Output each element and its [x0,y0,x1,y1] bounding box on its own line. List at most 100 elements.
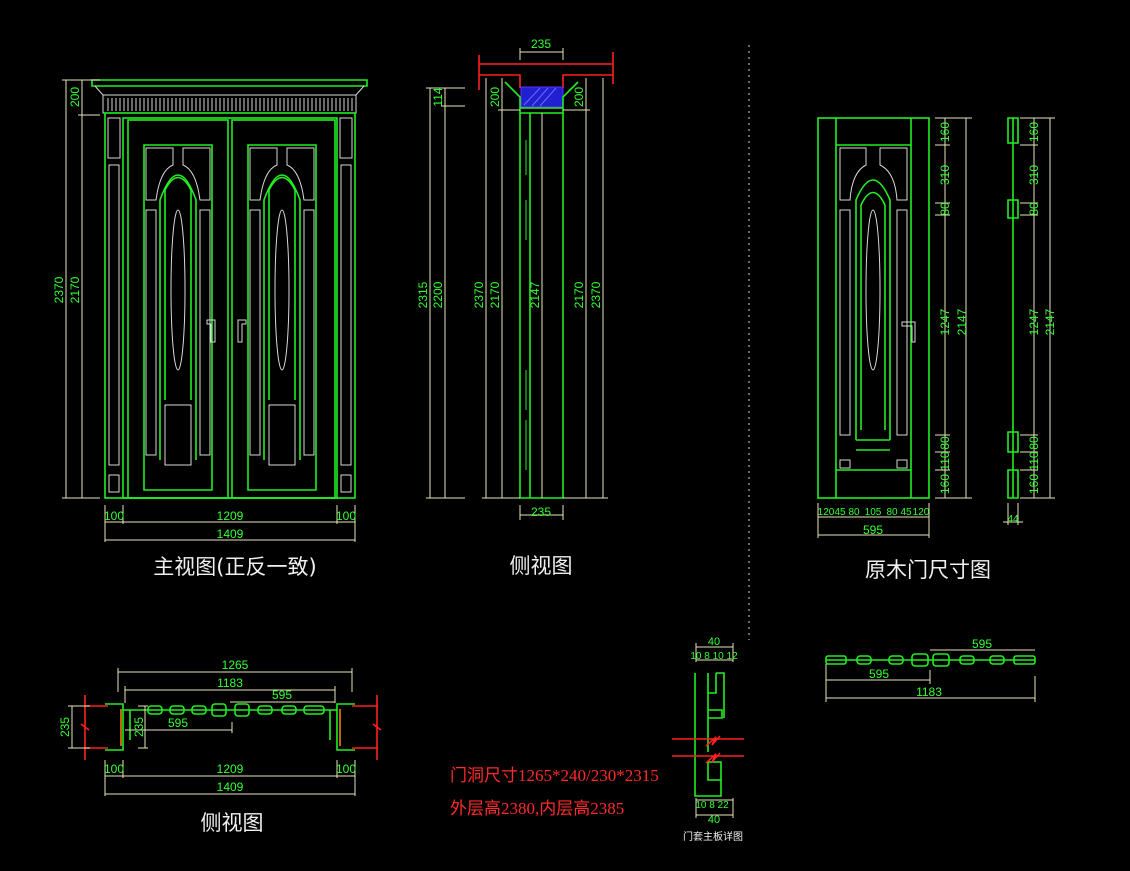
side-dim-lines [426,78,608,499]
dim-prof-v-3: 1247 [1027,308,1041,335]
leaf-horizontal-dim-lines [817,503,930,538]
leaf-plan: 595 595 1183 [825,637,1036,702]
side-view: 235 235 114 200 200 2315 2200 2370 2170 … [416,37,614,578]
leaf-width-dims: 120 45 80 105 80 45 120 [818,507,930,518]
dim-114: 114 [431,87,445,106]
dim-leaf-h-6: 120 [913,507,930,518]
detail-title: 门套主板详图 [683,830,743,843]
door-opening [122,117,338,499]
dim-leaf-h-0: 120 [818,507,835,518]
cornice [91,79,368,87]
dim-235-wall: 235 [58,717,72,737]
dim-plan-100-left: 100 [104,762,124,776]
dim-prof-v-0: 160 [1027,122,1041,142]
plan-jambs [105,703,355,751]
glass-carving [274,209,290,371]
dim-235-jamb: 235 [132,717,146,737]
leaf-plan-chain [825,653,1036,667]
plan-door-chain [130,703,330,717]
dim-leaf-v-0: 160 [938,122,952,142]
front-view-title: 主视图(正反一致) [153,555,316,579]
leaf-view-title: 原木门尺寸图 [865,558,991,582]
dim-leaf-h-1: 45 [834,507,846,518]
dim-leaf-v-4: 80 [938,436,952,450]
dim-plan-1209: 1209 [217,762,244,776]
dim-leaf-v-2: 80 [938,202,952,216]
glass-carving [170,209,186,371]
profile-dim-lines [1003,117,1055,525]
door-handle [901,321,916,343]
side-view-title: 侧视图 [510,554,573,578]
dim-235-bottom: 235 [531,505,551,519]
dim-plan-100-right: 100 [336,762,356,776]
dim-leaf-595: 595 [863,523,883,537]
wall-break [80,723,382,731]
dim-2147: 2147 [528,281,542,308]
detail-profile [694,673,723,797]
dim-100-right: 100 [336,509,356,523]
dim-leaf-v-5: 110 [938,451,952,470]
dim-2170: 2170 [68,276,82,303]
dim-1409: 1409 [217,527,244,541]
leaf-plan-1183: 1183 [916,685,942,699]
casing-board-detail: 40 10 8 10 12 10 8 22 40 门套主板详图 [672,0,818,843]
glass-carving [865,209,881,371]
dim-leaf-v-3: 1247 [938,308,952,335]
dim-2370-right: 2370 [589,281,603,308]
right-pilaster [340,164,352,466]
plan-view: 1265 1183 595 595 235 235 100 1209 100 1… [58,658,382,835]
left-pilaster [108,164,120,466]
dim-leaf-h-3: 105 [865,507,882,518]
dim-2315: 2315 [416,281,430,308]
dim-200-left: 200 [488,87,502,107]
plan-dim-lines [68,668,356,796]
dim-leaf-h-2: 80 [848,507,860,518]
dim-235-top: 235 [531,37,551,51]
leaf-plan-dim-lines [825,649,1036,702]
dim-prof-v-6: 160 [1027,474,1041,494]
door-handle [237,319,247,343]
dim-leaf-h-4: 80 [886,507,898,518]
leaf-plan-595-lower: 595 [869,667,889,681]
horizontal-dim-lines [104,505,356,542]
dim-prof-44: 44 [1007,514,1019,525]
width-dim-lines [519,48,564,520]
dim-1265: 1265 [222,658,249,672]
left-door-leaf [127,119,229,499]
left-corbel [107,117,121,159]
dim-prof-total: 2147 [1043,308,1057,335]
dim-200-right: 200 [572,87,586,107]
detail-top-total: 40 [708,636,720,648]
vertical-dim-lines [62,79,100,499]
detail-top-parts: 10 8 10 12 [690,651,738,662]
plan-view-title: 侧视图 [201,811,264,835]
leaf-vertical-dim-lines [935,117,972,499]
detail-break-lines [672,735,744,764]
dim-plan-1409: 1409 [217,780,244,794]
dim-1209: 1209 [217,509,244,523]
dim-2170-left: 2170 [488,281,502,308]
dim-595-lower: 595 [168,716,188,730]
detail-bottom-dim-lines [695,798,734,818]
dim-prof-v-2: 80 [1027,202,1041,216]
dim-200: 200 [68,87,82,107]
left-plinth [108,474,120,493]
jamb-lines [120,709,341,746]
detail-top-dim-lines [696,0,818,662]
door-frame [104,112,356,499]
dim-leaf-v-6: 160 [938,474,952,494]
dim-2170-right: 2170 [572,281,586,308]
dim-100-left: 100 [104,509,124,523]
right-door-leaf [231,119,336,499]
door-handle [206,319,216,343]
detail-bottom-parts: 10 8 22 [695,800,729,811]
note-opening-size: 门洞尺寸1265*240/230*2315 [450,766,659,785]
right-plinth [340,474,352,493]
wall-section [478,52,614,90]
dim-2370-left: 2370 [472,281,486,308]
dim-2200: 2200 [431,281,445,308]
frieze-flutes [107,98,353,111]
dim-2370: 2370 [52,276,66,303]
leaf-view: 160 310 80 1247 80 110 160 2147 120 45 8… [817,117,1057,582]
